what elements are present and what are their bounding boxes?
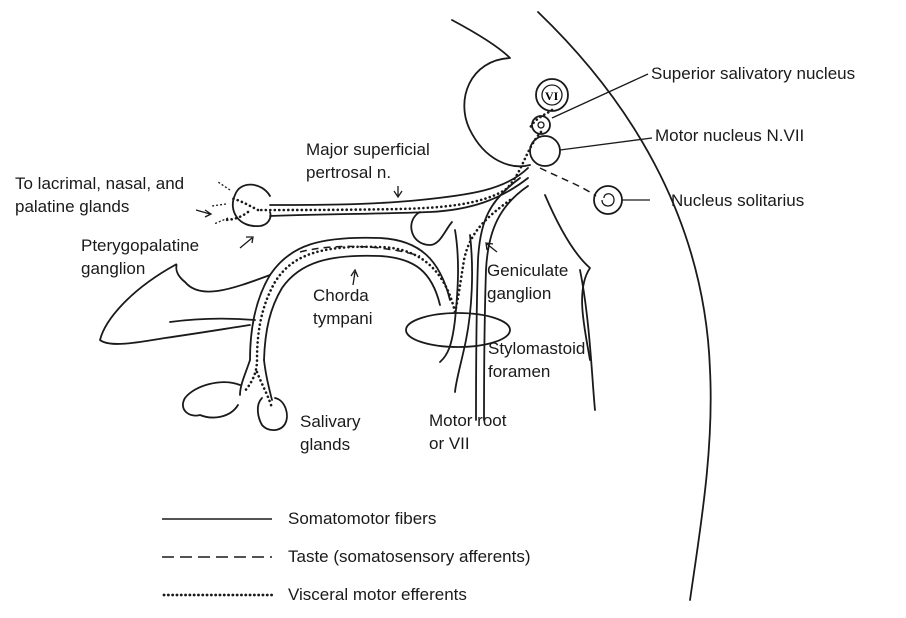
tongue-lower bbox=[170, 319, 255, 322]
label-motor-nucleus: Motor nucleus N.VII bbox=[655, 126, 804, 146]
legend-dashed-swatch bbox=[160, 552, 275, 562]
geniculate-loop bbox=[411, 212, 452, 245]
lacrimal-branches bbox=[212, 182, 230, 224]
label-to-lacrimal-2: palatine glands bbox=[15, 197, 129, 217]
arrow-to-lacrimal bbox=[196, 210, 211, 217]
legend-dotted-swatch bbox=[160, 590, 275, 600]
arrow-chorda bbox=[351, 270, 358, 285]
taste-afferent-to-solitarius bbox=[540, 168, 596, 196]
label-pterygopalatine-1: Pterygopalatine bbox=[81, 236, 199, 256]
label-motor-root-2: or VII bbox=[429, 434, 470, 454]
legend-item-somatomotor: Somatomotor fibers bbox=[288, 509, 436, 529]
label-motor-root-1: Motor root bbox=[429, 411, 506, 431]
label-superior-salivatory: Superior salivatory nucleus bbox=[651, 64, 855, 84]
leader-motor-nucleus bbox=[560, 138, 652, 150]
label-salivary-1: Salivary bbox=[300, 412, 360, 432]
salivary-gland-left bbox=[183, 382, 240, 417]
label-to-lacrimal-1: To lacrimal, nasal, and bbox=[15, 174, 184, 194]
visceral-efferent-chorda bbox=[244, 200, 510, 392]
label-geniculate-2: ganglion bbox=[487, 284, 551, 304]
pterygopalatine-ganglion bbox=[233, 185, 271, 227]
brainstem-outline-inner bbox=[452, 20, 530, 166]
motor-nucleus-vii bbox=[530, 136, 560, 166]
label-chorda-2: tympani bbox=[313, 309, 373, 329]
legend-item-taste: Taste (somatosensory afferents) bbox=[288, 547, 531, 567]
visceral-efferent-lacrimal bbox=[224, 198, 258, 220]
nucleus-solitarius bbox=[594, 186, 622, 214]
label-major-superficial-1: Major superficial bbox=[306, 140, 430, 160]
chorda-tympani-inner bbox=[264, 256, 440, 360]
label-geniculate-1: Geniculate bbox=[487, 261, 568, 281]
superior-salivatory-nucleus-core bbox=[538, 122, 544, 128]
label-nucleus-solitarius: Nucleus solitarius bbox=[671, 191, 804, 211]
nucleus-solitarius-swirl bbox=[602, 194, 614, 206]
label-pterygopalatine-2: ganglion bbox=[81, 259, 145, 279]
label-major-superficial-2: pertrosal n. bbox=[306, 163, 391, 183]
label-stylomastoid-1: Stylomastoid bbox=[488, 339, 585, 359]
legend-solid-swatch bbox=[160, 514, 275, 524]
label-chorda-1: Chorda bbox=[313, 286, 369, 306]
arrow-major-superficial bbox=[394, 186, 402, 197]
label-salivary-2: glands bbox=[300, 435, 350, 455]
arrow-pterygopalatine bbox=[240, 237, 253, 248]
legend-item-visceral: Visceral motor efferents bbox=[288, 585, 467, 605]
salivary-gland-right bbox=[258, 398, 287, 430]
brainstem-outline-outer bbox=[538, 12, 711, 600]
label-stylomastoid-2: foramen bbox=[488, 362, 550, 382]
abducens-nucleus-label: VI bbox=[545, 89, 559, 103]
